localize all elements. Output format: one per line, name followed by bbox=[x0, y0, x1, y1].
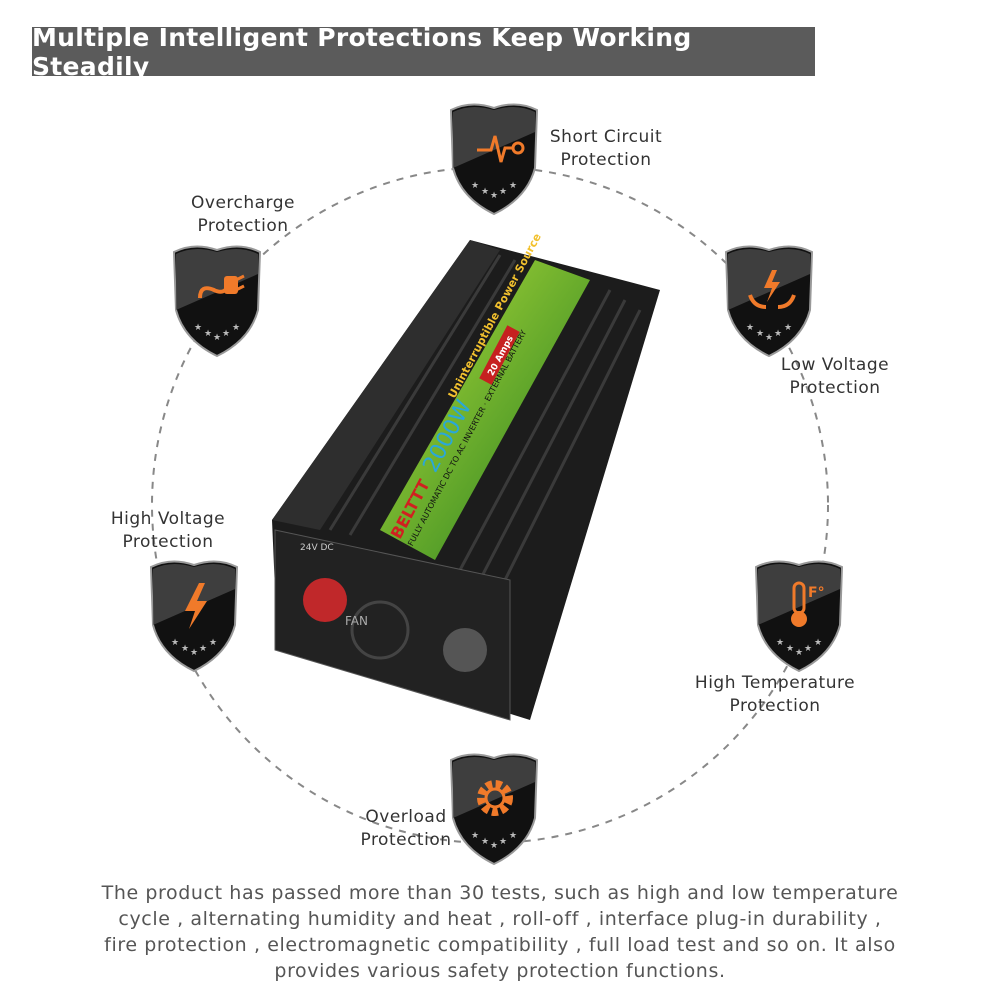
svg-text:★: ★ bbox=[786, 644, 794, 654]
description-line: fire protection , electromagnetic compat… bbox=[104, 934, 896, 956]
label-line: Short Circuit bbox=[549, 127, 663, 147]
svg-text:★: ★ bbox=[784, 323, 792, 333]
lightning-hands-icon bbox=[748, 270, 796, 309]
svg-text:★: ★ bbox=[490, 841, 498, 851]
svg-text:★: ★ bbox=[795, 648, 803, 658]
label-line: High Temperature bbox=[694, 673, 856, 693]
description-line: cycle , alternating humidity and heat , … bbox=[118, 908, 882, 930]
svg-text:★: ★ bbox=[232, 323, 240, 333]
shield-badge: F°★★★★★ bbox=[752, 555, 846, 673]
svg-text:★: ★ bbox=[199, 644, 207, 654]
svg-text:★: ★ bbox=[171, 638, 179, 648]
label-line: Protection bbox=[197, 216, 289, 236]
svg-text:★: ★ bbox=[756, 329, 764, 339]
description-line: The product has passed more than 30 test… bbox=[101, 882, 899, 904]
svg-text:★: ★ bbox=[481, 837, 489, 847]
page-title: Multiple Intelligent Protections Keep Wo… bbox=[32, 23, 815, 81]
svg-text:★: ★ bbox=[765, 333, 773, 343]
label-line: Protection bbox=[729, 696, 821, 716]
svg-text:★: ★ bbox=[471, 831, 479, 841]
label-line: Overcharge bbox=[191, 193, 295, 213]
shield-badge: ★★★★★ bbox=[447, 98, 541, 216]
gear-icon bbox=[477, 780, 513, 816]
svg-text:★: ★ bbox=[204, 329, 212, 339]
svg-text:★: ★ bbox=[774, 329, 782, 339]
svg-text:★: ★ bbox=[776, 638, 784, 648]
plug-icon bbox=[198, 274, 245, 299]
fan-label: FAN bbox=[345, 614, 368, 628]
description: The product has passed more than 30 test… bbox=[0, 880, 1000, 984]
svg-text:★: ★ bbox=[814, 638, 822, 648]
label-line: Protection bbox=[560, 150, 652, 170]
label-line: Low Voltage bbox=[780, 355, 890, 375]
shield-badge: ★★★★★ bbox=[170, 240, 264, 358]
label-line: Protection bbox=[122, 532, 214, 552]
svg-text:★: ★ bbox=[490, 191, 498, 201]
svg-text:★: ★ bbox=[499, 837, 507, 847]
svg-text:★: ★ bbox=[746, 323, 754, 333]
label-line: Protection bbox=[360, 830, 452, 850]
label-line: Overload bbox=[365, 807, 447, 827]
label-line: High Voltage bbox=[110, 509, 226, 529]
shield-badge: ★★★★★ bbox=[722, 240, 816, 358]
svg-text:★: ★ bbox=[194, 323, 202, 333]
svg-text:★: ★ bbox=[471, 181, 479, 191]
svg-text:★: ★ bbox=[209, 638, 217, 648]
svg-text:F°: F° bbox=[808, 585, 825, 601]
svg-text:★: ★ bbox=[213, 333, 221, 343]
svg-text:★: ★ bbox=[804, 644, 812, 654]
label-line: Protection bbox=[789, 378, 881, 398]
shield-badge: ★★★★★ bbox=[447, 748, 541, 866]
svg-text:★: ★ bbox=[181, 644, 189, 654]
description-line: provides various safety protection funct… bbox=[274, 960, 726, 982]
lightning-icon bbox=[185, 583, 207, 629]
pulse-wave-icon bbox=[477, 135, 525, 163]
svg-text:★: ★ bbox=[509, 831, 517, 841]
dc-label: 24V DC bbox=[300, 543, 334, 553]
svg-text:★: ★ bbox=[509, 181, 517, 191]
svg-text:★: ★ bbox=[222, 329, 230, 339]
thermometer-icon: F° bbox=[791, 581, 825, 627]
svg-text:★: ★ bbox=[499, 187, 507, 197]
inverter-product-image: FAN 24V DC BELTTT 2000W FULLY AUTOMATIC … bbox=[272, 231, 660, 721]
svg-text:★: ★ bbox=[190, 648, 198, 658]
svg-text:★: ★ bbox=[481, 187, 489, 197]
shield-badge: ★★★★★ bbox=[147, 555, 241, 673]
